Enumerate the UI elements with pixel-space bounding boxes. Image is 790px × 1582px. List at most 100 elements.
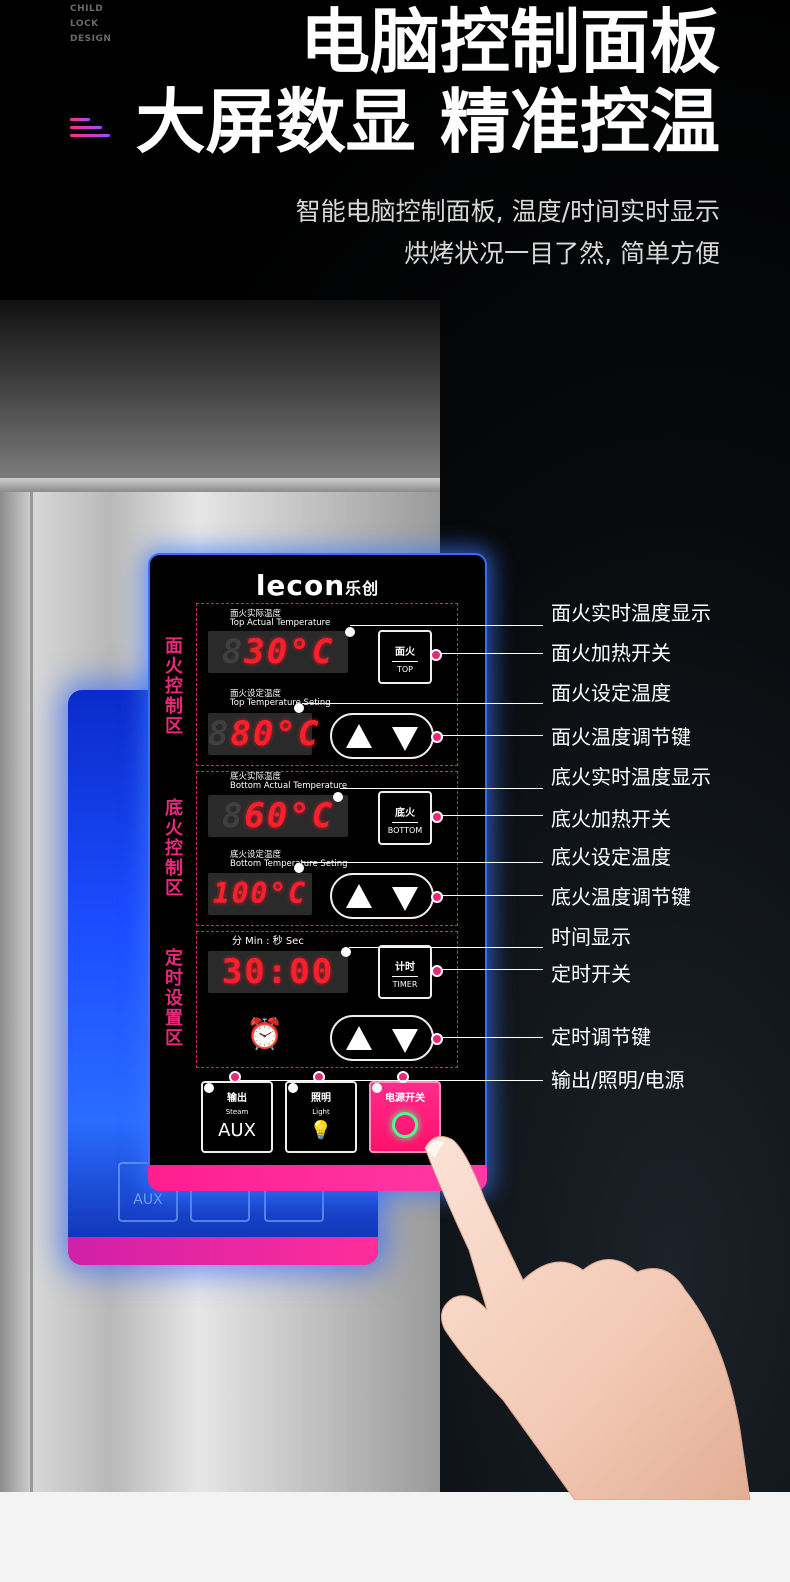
top-actual-label: 面火实际温度 Top Actual Temperature [230,610,330,628]
bottom-actual-temp-display: 860°C [208,795,348,837]
power-icon [392,1112,418,1138]
top-heat-zone [196,603,458,766]
indicator-dot [333,792,343,802]
callout-bottom-heat-switch: 底火加热开关 [551,807,671,831]
callout-line [349,947,543,948]
callout-line [302,703,543,704]
bottom-set-label-cn: 底火设定温度 [230,850,282,860]
callout-line [240,1080,543,1081]
indicator-dot [341,947,351,957]
control-panel: lecon乐创 面火控制区 面火实际温度 Top Actual Temperat… [148,553,487,1191]
callout-bottom-actual-temp: 底火实时温度显示 [551,765,711,789]
time-unit-label: 分 Min : 秒 Sec [232,936,304,947]
top-set-temp-display: 880°C [208,713,321,755]
callout-dot [431,1033,443,1045]
oven-seam [30,492,33,1492]
callout-dot [431,891,443,903]
brand-tag-line: DESIGN [70,34,112,44]
indicator-dot [345,627,355,637]
timer-adjust-keys [330,1015,434,1061]
logo-text: lecon [255,569,346,602]
top-temp-up-arrow-icon[interactable] [346,724,372,748]
callout-line [440,653,543,654]
callout-line [441,815,543,816]
bottom-set-label: 底火设定温度 Bottom Temperature Seting [230,851,348,869]
top-actual-temp-display: 830°C [208,631,348,673]
timer-key-cn: 计时 [392,958,418,977]
bottom-actual-label-en: Bottom Actual Temperature [230,781,348,791]
power-title: 电源开关 [385,1093,425,1104]
timer-down-arrow-icon[interactable] [392,1029,418,1053]
callout-top-temp-keys: 面火温度调节键 [551,725,691,749]
callout-line [441,895,543,896]
bottom-key-en: BOTTOM [387,826,423,835]
callout-timer-switch: 定时开关 [551,962,631,986]
oven-top-surface [0,300,440,480]
light-sub: Light [312,1108,330,1116]
ghost-aux-label: AUX [133,1192,163,1208]
indicator-dot [372,1083,382,1093]
indicator-dot [294,863,304,873]
bottom-heat-zone [196,771,458,926]
subtext-line-1: 智能电脑控制面板, 温度/时间实时显示 [295,197,720,226]
time-value: 30:00 [221,952,335,992]
top-key-en: TOP [396,665,413,674]
top-set-temp-value: 80°C [230,714,321,754]
power-button[interactable]: 电源开关 [369,1081,441,1153]
zone-label-bottom-heat: 底火控制区 [165,798,183,899]
aux-big-label: AUX [218,1120,256,1141]
zone-label-timer: 定时设置区 [165,948,183,1049]
callout-line [441,969,543,970]
top-heat-switch-button[interactable]: 面火 TOP [378,630,432,684]
pointing-hand-image [424,1135,751,1500]
callout-bottom-temp-keys: 底火温度调节键 [551,885,691,909]
bottom-temp-up-arrow-icon[interactable] [346,884,372,908]
timer-key-en: TIMER [392,980,418,989]
brand-tag-line: LOCK [70,19,99,29]
top-temp-down-arrow-icon[interactable] [392,727,418,751]
indicator-dot [204,1083,214,1093]
subtext-line-2: 烘烤状况一目了然, 简单方便 [404,239,720,268]
bottom-actual-label-cn: 底火实际温度 [230,772,282,782]
brand-logo: lecon乐创 [150,569,485,602]
top-set-label-cn: 面火设定温度 [230,689,282,699]
bottom-actual-temp-value: 60°C [244,796,335,836]
brand-tag-line: CHILD [70,4,104,14]
callout-bottom-set-temp: 底火设定温度 [551,845,671,869]
callout-line [350,625,543,626]
timer-up-arrow-icon[interactable] [346,1026,372,1050]
bottom-actual-label: 底火实际温度 Bottom Actual Temperature [230,773,347,791]
indicator-dot [288,1083,298,1093]
bottom-set-temp-value: 100°C [212,877,308,910]
callout-output-light-power: 输出/照明/电源 [551,1068,685,1092]
timer-switch-button[interactable]: 计时 TIMER [378,945,432,999]
callout-dot [430,649,442,661]
top-temp-adjust-keys [330,713,434,759]
callout-dot [397,1071,409,1083]
callout-line [441,735,543,736]
callout-dot [431,965,443,977]
logo-cn-text: 乐创 [345,579,380,598]
top-actual-temp-value: 30°C [244,632,335,672]
bottom-temp-down-arrow-icon[interactable] [392,887,418,911]
callout-dot [313,1071,325,1083]
top-actual-label-cn: 面火实际温度 [230,609,282,619]
bottom-strip [0,1492,790,1582]
callout-dot [229,1071,241,1083]
callout-dot [431,731,443,743]
callout-top-set-temp: 面火设定温度 [551,681,671,705]
callout-time-display: 时间显示 [551,925,631,949]
bottom-temp-adjust-keys [330,873,434,919]
headline-line-2: 大屏数显 精准控温 [135,81,720,163]
child-lock-design-tag: CHILD LOCK DESIGN [70,2,111,47]
bottom-heat-switch-button[interactable]: 底火 BOTTOM [378,791,432,845]
indicator-dot [294,703,304,713]
timer-zone [196,931,458,1068]
top-actual-label-en: Top Actual Temperature [230,618,331,628]
control-panel-pink-bar [148,1165,487,1191]
callout-timer-keys: 定时调节键 [551,1025,651,1049]
callout-line [340,788,543,789]
top-set-label: 面火设定温度 Top Temperature Seting [230,690,331,708]
headline-line-1: 电脑控制面板 [300,1,720,83]
